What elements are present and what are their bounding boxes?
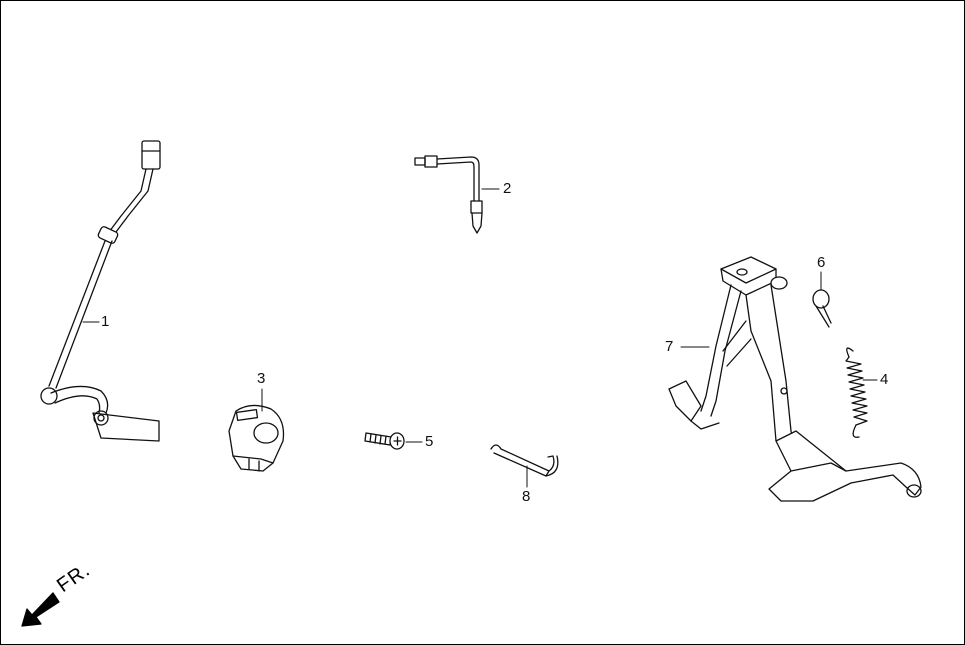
- arrow-down-left-icon: [21, 592, 60, 627]
- part-4-spring: [845, 347, 868, 438]
- part-2-sensor: [414, 155, 483, 234]
- part-5-screw: [364, 432, 405, 450]
- part-6-cotter-pin: [812, 289, 832, 328]
- part-3-cover: [228, 404, 285, 472]
- callout-5: 5: [425, 433, 434, 450]
- leader-lines: [82, 188, 878, 488]
- callout-3: 3: [257, 370, 266, 387]
- callout-8: 8: [522, 488, 531, 505]
- callout-6: 6: [817, 254, 826, 271]
- callout-1: 1: [101, 313, 110, 330]
- callout-2: 2: [503, 180, 512, 197]
- part-8-clip: [490, 444, 559, 477]
- part-1-sensor-cable: [40, 140, 161, 442]
- part-7-main-stand: [668, 256, 922, 502]
- callout-4: 4: [880, 371, 889, 388]
- callout-7: 7: [665, 338, 674, 355]
